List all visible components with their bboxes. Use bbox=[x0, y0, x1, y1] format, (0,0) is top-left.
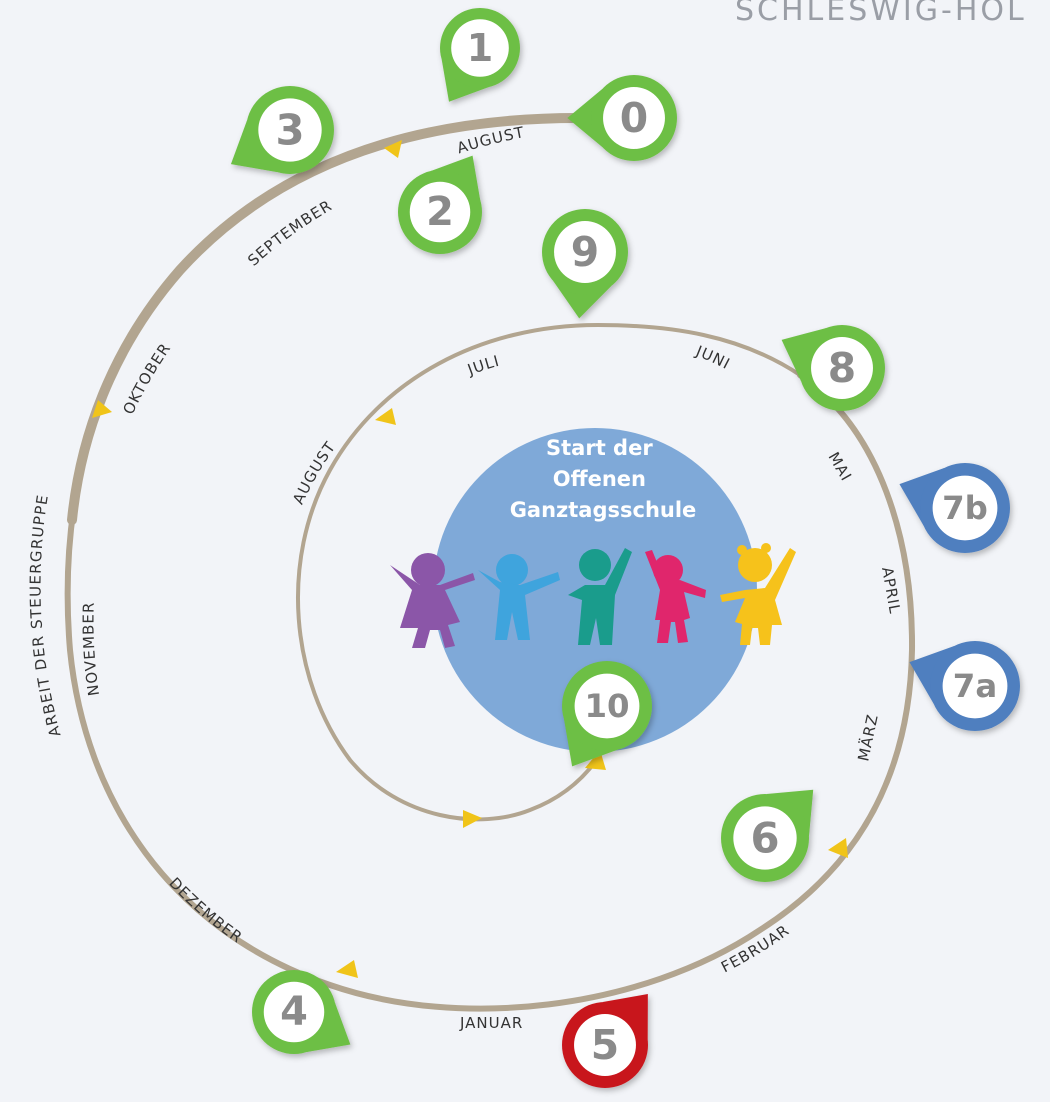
arrow-icon bbox=[336, 960, 358, 978]
pin-label-1: 1 bbox=[467, 26, 493, 70]
month-mai: MAI bbox=[825, 449, 856, 485]
arrow-icon bbox=[92, 400, 112, 418]
kid-pink-icon bbox=[645, 550, 706, 643]
step-pin-7a: 7a bbox=[909, 641, 1020, 731]
pin-face bbox=[603, 87, 665, 149]
steuergruppe-label: ARBEIT DER STEUERGRUPPE bbox=[27, 493, 65, 739]
pin-label-4: 4 bbox=[280, 989, 308, 1035]
step-pin-9: 9 bbox=[542, 209, 628, 319]
pin-label-3: 3 bbox=[275, 106, 304, 155]
month-maerz: MÄRZ bbox=[853, 712, 882, 763]
month-juni: JUNI bbox=[693, 342, 734, 374]
pin-face bbox=[263, 981, 325, 1043]
pin-face bbox=[942, 653, 1008, 719]
step-pin-1: 1 bbox=[440, 8, 520, 102]
step-pins: 0 1 2 3 4 5 6 7a 7b 8 9 10 bbox=[230, 8, 1020, 1088]
pin-label-10: 10 bbox=[584, 687, 629, 725]
direction-arrows bbox=[92, 140, 848, 978]
center-line-3: Ganztagsschule bbox=[510, 498, 697, 522]
kid-purple-icon bbox=[390, 553, 475, 648]
month-januar: JANUAR bbox=[459, 1014, 523, 1032]
center-title: Start der Offenen Ganztagsschule bbox=[510, 436, 697, 522]
pin-face bbox=[451, 19, 509, 77]
arrow-icon bbox=[384, 140, 402, 158]
center-line-2: Offenen bbox=[553, 467, 646, 491]
pin-label-8: 8 bbox=[828, 344, 856, 392]
kid-yellow-icon bbox=[720, 543, 796, 645]
step-pin-5: 5 bbox=[562, 993, 648, 1088]
month-april: APRIL bbox=[878, 566, 904, 616]
arrow-icon bbox=[375, 408, 396, 425]
pin-face bbox=[554, 221, 616, 283]
pin-face bbox=[932, 475, 998, 541]
kid-blue-icon bbox=[478, 554, 560, 640]
pin-label-5: 5 bbox=[591, 1021, 619, 1069]
step-pin-4: 4 bbox=[252, 970, 351, 1054]
kid-teal-icon bbox=[568, 548, 632, 645]
pin-face bbox=[409, 181, 471, 243]
arrow-icon bbox=[828, 838, 848, 858]
pin-label-0: 0 bbox=[620, 94, 648, 142]
pin-face bbox=[733, 806, 797, 870]
month-november: NOVEMBER bbox=[79, 601, 103, 697]
month-dezember: DEZEMBER bbox=[165, 874, 246, 947]
header-title: SCHLESWIG-HOL bbox=[735, 0, 1027, 28]
pin-label-7b: 7b bbox=[942, 489, 988, 527]
month-august-2: AUGUST bbox=[289, 438, 339, 507]
center-line-1: Start der bbox=[546, 436, 653, 460]
step-pin-10: 10 bbox=[562, 661, 652, 767]
arrow-icon bbox=[463, 810, 482, 828]
pin-label-6: 6 bbox=[750, 814, 779, 863]
step-pin-7b: 7b bbox=[899, 463, 1010, 553]
pin-face bbox=[811, 337, 873, 399]
children-figures bbox=[390, 543, 796, 648]
pin-face bbox=[258, 98, 322, 162]
pin-label-7a: 7a bbox=[953, 667, 997, 705]
step-pin-6: 6 bbox=[721, 789, 814, 882]
pin-label-2: 2 bbox=[426, 189, 454, 235]
pin-label-9: 9 bbox=[571, 228, 599, 276]
step-pin-8: 8 bbox=[781, 325, 885, 411]
pin-face bbox=[574, 1014, 636, 1076]
step-pin-3: 3 bbox=[230, 86, 334, 174]
inner-ring-path bbox=[296, 322, 802, 822]
step-pin-0: 0 bbox=[567, 75, 677, 161]
pin-face bbox=[574, 673, 640, 739]
month-juli: JULI bbox=[464, 352, 502, 379]
step-pin-2: 2 bbox=[398, 155, 482, 254]
